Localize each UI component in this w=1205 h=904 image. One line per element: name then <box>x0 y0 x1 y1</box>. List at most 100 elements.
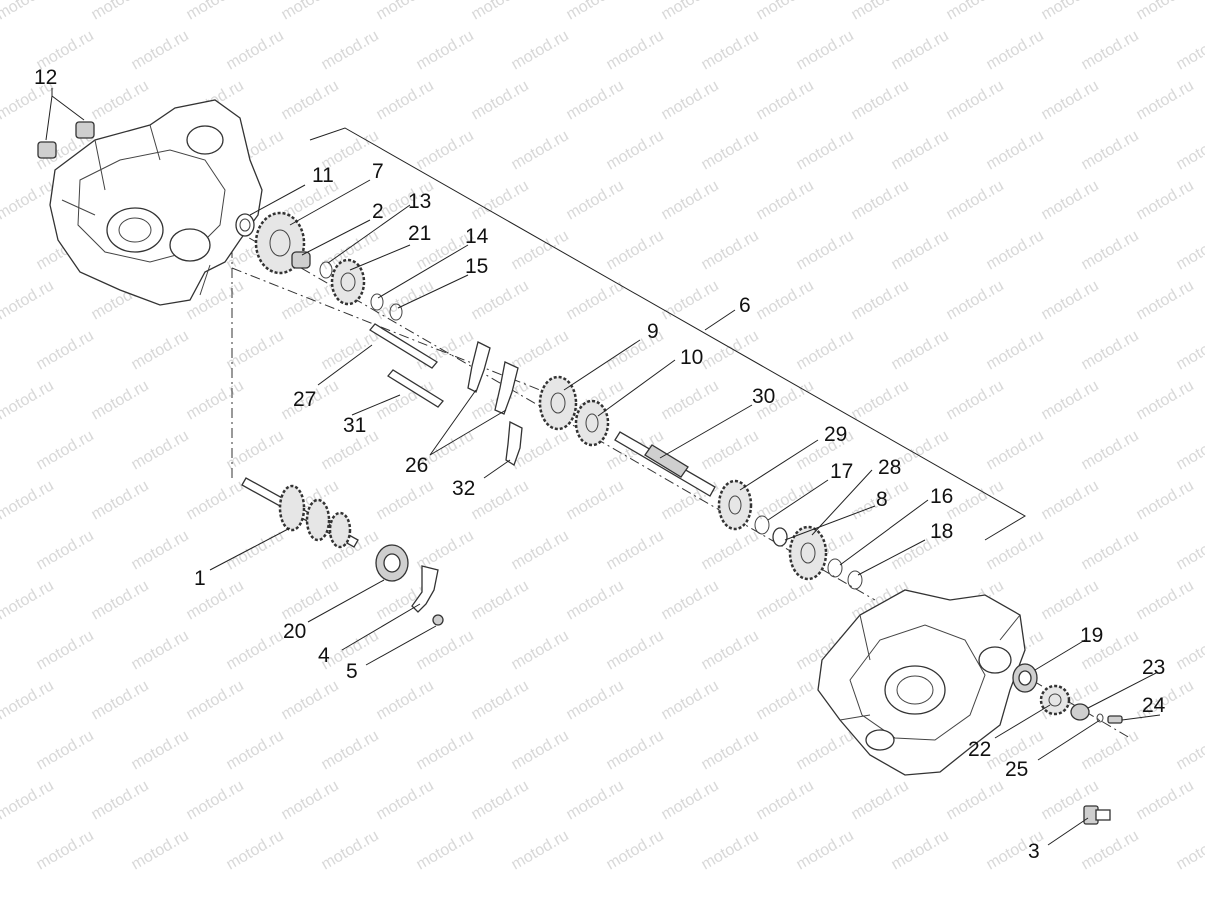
watermark-text: motod.ru <box>984 27 1047 73</box>
watermark-text: motod.ru <box>224 327 287 373</box>
callout-22: 22 <box>968 738 991 761</box>
watermark-text: motod.ru <box>1174 27 1205 73</box>
watermark-text: motod.ru <box>1134 277 1197 323</box>
watermark-text: motod.ru <box>224 827 287 873</box>
callout-4: 4 <box>318 644 330 667</box>
part-12-bushings <box>37 121 95 159</box>
watermark-text: motod.ru <box>699 127 762 173</box>
callout-1: 1 <box>194 567 206 590</box>
watermark-text: motod.ru <box>1174 727 1205 773</box>
watermark-text: motod.ru <box>564 277 627 323</box>
part-1-primary-shaft <box>241 477 359 549</box>
watermark-text: motod.ru <box>794 727 857 773</box>
watermark-text: motod.ru <box>469 777 532 823</box>
watermark-text: motod.ru <box>984 227 1047 273</box>
watermark-text: motod.ru <box>944 277 1007 323</box>
callout-8: 8 <box>876 488 888 511</box>
watermark-text: motod.ru <box>659 0 722 23</box>
callout-16: 16 <box>930 485 953 508</box>
watermark-text: motod.ru <box>1134 777 1197 823</box>
part-2-bush <box>291 251 311 269</box>
watermark-text: motod.ru <box>129 627 192 673</box>
watermark-text: motod.ru <box>604 227 667 273</box>
part-27-fork-shaft <box>369 323 438 369</box>
watermark-text: motod.ru <box>224 627 287 673</box>
watermark-text: motod.ru <box>1174 627 1205 673</box>
watermark-text: motod.ru <box>34 727 97 773</box>
callout-2: 2 <box>372 200 384 223</box>
watermark-text: motod.ru <box>509 827 572 873</box>
callout-11: 11 <box>312 164 334 187</box>
watermark-text: motod.ru <box>1079 327 1142 373</box>
watermark-text: motod.ru <box>754 0 817 23</box>
watermark-text: motod.ru <box>0 127 2 173</box>
watermark-text: motod.ru <box>414 327 477 373</box>
callout-15: 15 <box>465 255 488 278</box>
watermark-text: motod.ru <box>944 377 1007 423</box>
callout-13: 13 <box>408 190 431 213</box>
watermark-text: motod.ru <box>0 627 2 673</box>
watermark-text: motod.ru <box>849 77 912 123</box>
part-21-gear <box>330 258 366 306</box>
watermark-text: motod.ru <box>89 677 152 723</box>
watermark-text: motod.ru <box>1134 477 1197 523</box>
watermark-text: motod.ru <box>279 677 342 723</box>
watermark-text: motod.ru <box>184 377 247 423</box>
watermark-text: motod.ru <box>699 227 762 273</box>
watermark-text: motod.ru <box>34 527 97 573</box>
watermark-text: motod.ru <box>984 127 1047 173</box>
part-10-gear <box>574 399 610 447</box>
watermark-text: motod.ru <box>849 377 912 423</box>
watermark-text: motod.ru <box>604 527 667 573</box>
part-11-seal <box>235 213 255 237</box>
watermark-text: motod.ru <box>1079 27 1142 73</box>
part-31-fork-shaft <box>387 369 444 408</box>
watermark-text: motod.ru <box>0 277 57 323</box>
part-29-gear <box>717 479 753 531</box>
watermark-text: motod.ru <box>319 527 382 573</box>
watermark-text: motod.ru <box>414 127 477 173</box>
watermark-text: motod.ru <box>509 27 572 73</box>
watermark-text: motod.ru <box>1134 0 1197 23</box>
watermark-text: motod.ru <box>0 327 2 373</box>
watermark-text: motod.ru <box>0 577 57 623</box>
callout-19: 19 <box>1080 624 1103 647</box>
part-15-circlip <box>389 303 403 321</box>
part-8-gear <box>788 525 828 581</box>
watermark-text: motod.ru <box>754 177 817 223</box>
callout-25: 25 <box>1005 758 1028 781</box>
watermark-text: motod.ru <box>659 377 722 423</box>
watermark-text: motod.ru <box>564 677 627 723</box>
part-32-shift-fork <box>505 420 523 466</box>
watermark-text: motod.ru <box>564 477 627 523</box>
watermark-text: motod.ru <box>1079 727 1142 773</box>
watermark-text: motod.ru <box>0 427 2 473</box>
leader-lines <box>45 88 1161 846</box>
watermark-text: motod.ru <box>89 477 152 523</box>
watermark-text: motod.ru <box>469 0 532 23</box>
watermark-text: motod.ru <box>1174 227 1205 273</box>
callout-23: 23 <box>1142 656 1165 679</box>
watermark-text: motod.ru <box>89 377 152 423</box>
watermark-text: motod.ru <box>319 327 382 373</box>
part-23-lock-plate <box>1070 703 1090 721</box>
watermark-text: motod.ru <box>754 277 817 323</box>
watermark-text: motod.ru <box>0 227 2 273</box>
watermark-text: motod.ru <box>604 727 667 773</box>
watermark-text: motod.ru <box>184 577 247 623</box>
watermark-text: motod.ru <box>374 77 437 123</box>
watermark-text: motod.ru <box>129 827 192 873</box>
watermark-text: motod.ru <box>1039 77 1102 123</box>
watermark-text: motod.ru <box>34 827 97 873</box>
part-16-washer <box>827 558 843 578</box>
watermark-text: motod.ru <box>129 727 192 773</box>
watermark-text: motod.ru <box>794 27 857 73</box>
part-3-drain-plug <box>1083 805 1111 825</box>
callout-30: 30 <box>752 385 775 408</box>
watermark-text: motod.ru <box>889 127 952 173</box>
callout-7: 7 <box>372 160 384 183</box>
watermark-text: motod.ru <box>34 427 97 473</box>
watermark-text: motod.ru <box>279 577 342 623</box>
watermark-text: motod.ru <box>0 827 2 873</box>
